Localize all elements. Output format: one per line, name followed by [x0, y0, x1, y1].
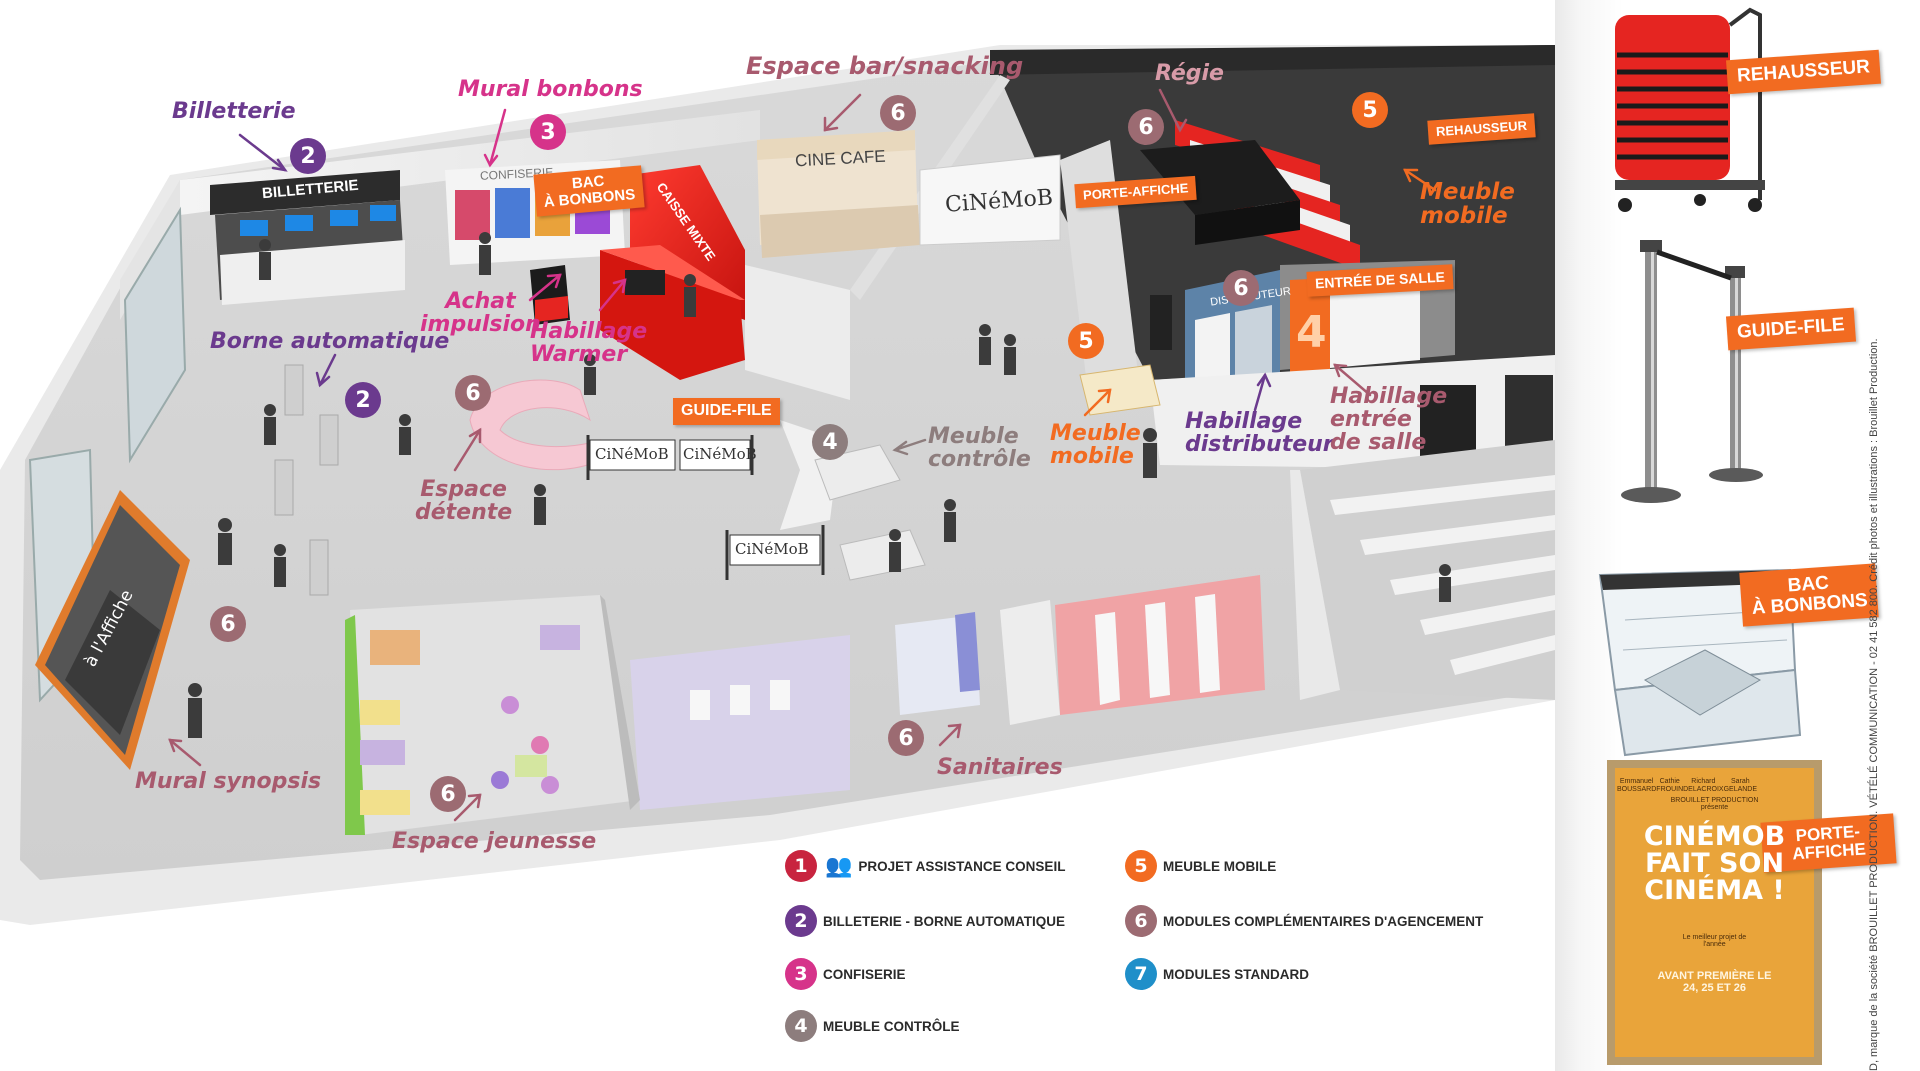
- legend-dot-2: 2: [785, 905, 817, 937]
- badge-4-controle: 4: [812, 424, 848, 460]
- legend-item-4: 4 MEUBLE CONTRÔLE: [785, 1010, 960, 1042]
- mural-synopsis-board: [35, 490, 190, 770]
- badge-5-top: 5: [1352, 92, 1388, 128]
- legend-item-6: 6 MODULES COMPLÉMENTAIRES D'AGENCEMENT: [1125, 905, 1483, 937]
- label-regie: Régie: [1155, 61, 1224, 86]
- badge-2-billetterie: 2: [290, 138, 326, 174]
- stairs: [1290, 440, 1555, 700]
- assistance-icon: 👥: [825, 853, 853, 879]
- badge-2-borne: 2: [345, 382, 381, 418]
- legend-text-1: PROJET ASSISTANCE CONSEIL: [858, 858, 1066, 874]
- borne-kiosks: [274, 364, 339, 596]
- badge-5-mid: 5: [1068, 323, 1104, 359]
- glass-entrance-left: [123, 206, 187, 464]
- meuble-mobile-cart: [1079, 364, 1161, 416]
- poster-award: Le meilleur projet de l'année: [1682, 934, 1747, 949]
- dark-room-back: [990, 45, 1555, 75]
- porte-affiche-frame: [1607, 760, 1822, 1065]
- legend-text-3: CONFISERIE: [823, 966, 906, 982]
- label-sanitaires: Sanitaires: [937, 755, 1063, 780]
- legend-item-3: 3 CONFISERIE: [785, 958, 906, 990]
- legend-item-7: 7 MODULES STANDARD: [1125, 958, 1309, 990]
- badge-6-bar: 6: [880, 95, 916, 131]
- label-espace-bar: Espace bar/snacking: [746, 52, 1024, 80]
- legend-text-4: MEUBLE CONTRÔLE: [823, 1018, 960, 1034]
- guide-file-tag: GUIDE-FILE: [673, 398, 780, 425]
- badge-6-sanitaires: 6: [888, 720, 924, 756]
- caisse-mixte-illustration: [600, 165, 745, 380]
- poster-content: Emmanuel BOUSSARD Cathie FROUIN Richard …: [1617, 772, 1812, 1052]
- bar-partition: [745, 265, 850, 400]
- badge-6-jeunesse: 6: [430, 776, 466, 812]
- badge-3-confiserie: 3: [530, 114, 566, 150]
- badge-6-regie: 6: [1128, 109, 1164, 145]
- cinemob-barrier-logo-3: CiNéMoB: [735, 540, 809, 558]
- label-mural-bonbons: Mural bonbons: [458, 77, 643, 102]
- sidebar-illustrations: [1598, 7, 1822, 1065]
- poster-actors: Emmanuel BOUSSARD Cathie FROUIN Richard …: [1617, 778, 1758, 793]
- badge-6-synopsis: 6: [210, 606, 246, 642]
- people-silhouettes: [188, 232, 1451, 738]
- poster-presents: présente: [1700, 804, 1729, 812]
- poster-title: CINÉMOB FAIT SON CINÉMA !: [1643, 821, 1786, 907]
- legend-item-2: 2 BILLETERIE - BORNE AUTOMATIQUE: [785, 905, 1065, 937]
- poster-producer: BROUILLET PRODUCTION: [1670, 797, 1759, 805]
- espace-jeunesse-area: [345, 595, 640, 835]
- legend-dot-5: 5: [1125, 850, 1157, 882]
- pink-sofa: [469, 379, 601, 471]
- queue-barriers: [586, 435, 825, 580]
- badge-6-distributeur: 6: [1223, 270, 1259, 306]
- legend-text-6: MODULES COMPLÉMENTAIRES D'AGENCEMENT: [1163, 913, 1484, 929]
- legend: 1 👥 PROJET ASSISTANCE CONSEIL 2 BILLETER…: [785, 850, 1505, 1060]
- legend-dot-1: 1: [785, 850, 817, 882]
- bac-a-bonbons-illustration: [1598, 568, 1802, 757]
- legend-dot-6: 6: [1125, 905, 1157, 937]
- legend-text-7: MODULES STANDARD: [1163, 966, 1309, 982]
- label-borne-automatique: Borne automatique: [210, 329, 450, 354]
- label-mural-synopsis: Mural synopsis: [135, 769, 322, 794]
- badge-6-detente: 6: [455, 375, 491, 411]
- legend-dot-7: 7: [1125, 958, 1157, 990]
- meuble-controle-2: [839, 529, 926, 581]
- cinemob-wall: [919, 154, 1061, 246]
- cinemob-barrier-logo-1: CiNéMoB: [595, 445, 669, 463]
- legend-item-1: 1 👥 PROJET ASSISTANCE CONSEIL: [785, 850, 1065, 882]
- movie-poster-1: [1420, 385, 1476, 460]
- cinemob-barrier-logo-2: CiNéMoB: [683, 445, 757, 463]
- label-espace-jeunesse: Espace jeunesse: [392, 829, 597, 854]
- sanitaires-pink-area: [1055, 575, 1265, 715]
- cine-cafe-illustration: [757, 130, 920, 258]
- legend-text-2: BILLETERIE - BORNE AUTOMATIQUE: [823, 913, 1065, 929]
- guide-file-illustration: [1621, 240, 1763, 503]
- legend-dot-3: 3: [785, 958, 817, 990]
- leader-arrows: [168, 88, 1437, 822]
- poster-premiere: AVANT PREMIÈRE LE 24, 25 ET 26: [1657, 970, 1772, 995]
- legend-item-5: 5 MEUBLE MOBILE: [1125, 850, 1276, 882]
- legend-dot-4: 4: [785, 1010, 817, 1042]
- legend-text-5: MEUBLE MOBILE: [1163, 858, 1277, 874]
- sanitaires-area: [630, 612, 980, 810]
- label-billetterie: Billetterie: [172, 99, 296, 124]
- credit-line: D, marque de la société BROUILLET PRODUC…: [1868, 338, 1880, 1071]
- rehausseur-illustration: [1615, 7, 1765, 212]
- salle-number-4: 4: [1296, 307, 1327, 358]
